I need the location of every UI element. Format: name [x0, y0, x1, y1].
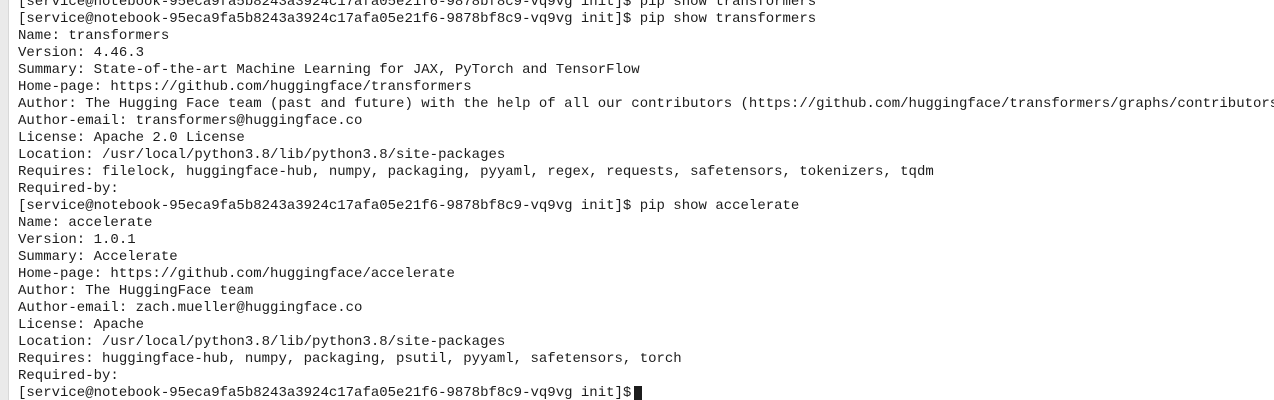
terminal-line-summary: Summary: Accelerate	[18, 249, 178, 265]
terminal-line-home-page: Home-page: https://github.com/huggingfac…	[18, 79, 472, 95]
terminal-line-license: License: Apache	[18, 317, 145, 333]
terminal-line-requires: Requires: filelock, huggingface-hub, num…	[18, 164, 934, 180]
terminal-line-command-pip-show-accelerate: [service@notebook-95eca9fa5b8243a3924c17…	[18, 198, 800, 214]
terminal-line-required-by: Required-by:	[18, 181, 119, 197]
terminal-line-location: Location: /usr/local/python3.8/lib/pytho…	[18, 334, 506, 350]
terminal-line-author-email: Author-email: transformers@huggingface.c…	[18, 113, 363, 129]
terminal-line-name: Name: accelerate	[18, 215, 153, 231]
terminal-line-author: Author: The Hugging Face team (past and …	[18, 96, 1274, 112]
terminal-input-line[interactable]: [service@notebook-95eca9fa5b8243a3924c17…	[18, 385, 1274, 400]
terminal-line-name: Name: transformers	[18, 28, 170, 44]
terminal-line-version: Version: 1.0.1	[18, 232, 136, 248]
terminal-line-author: Author: The HuggingFace team	[18, 283, 254, 299]
terminal-line-required-by: Required-by:	[18, 368, 119, 384]
terminal-left-margin	[0, 0, 9, 400]
terminal-line-author-email: Author-email: zach.mueller@huggingface.c…	[18, 300, 363, 316]
terminal-output: [service@notebook-95eca9fa5b8243a3924c17…	[18, 0, 1274, 400]
terminal-line-location: Location: /usr/local/python3.8/lib/pytho…	[18, 147, 506, 163]
terminal-line-partial-previous-command: [service@notebook-95eca9fa5b8243a3924c17…	[18, 0, 817, 10]
terminal-prompt: [service@notebook-95eca9fa5b8243a3924c17…	[18, 385, 632, 400]
terminal-line-command-pip-show-transformers: [service@notebook-95eca9fa5b8243a3924c17…	[18, 11, 817, 27]
terminal-line-license: License: Apache 2.0 License	[18, 130, 245, 146]
terminal-line-home-page: Home-page: https://github.com/huggingfac…	[18, 266, 455, 282]
terminal-line-summary: Summary: State-of-the-art Machine Learni…	[18, 62, 640, 78]
terminal-line-version: Version: 4.46.3	[18, 45, 145, 61]
terminal-line-requires: Requires: huggingface-hub, numpy, packag…	[18, 351, 682, 367]
text-cursor	[634, 386, 643, 400]
